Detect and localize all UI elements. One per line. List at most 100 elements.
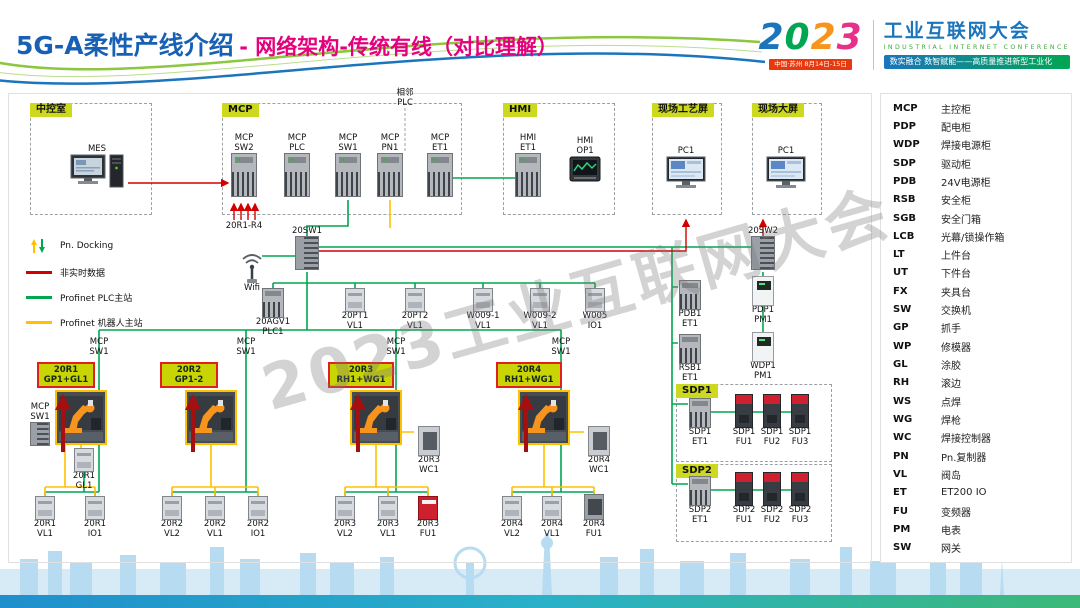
glossary-desc: 上件台 <box>941 251 971 263</box>
glossary-desc: ET200 IO <box>941 487 987 499</box>
device-icon <box>689 398 711 428</box>
group-label: 中控室 <box>30 103 72 117</box>
legend-line <box>26 321 52 324</box>
device-icon <box>791 394 809 428</box>
glossary-desc: 光幕/锁操作箱 <box>941 232 1005 244</box>
conference-logo: 2023 中国·苏州 8月14日-15日 工业互联网大会 INDUSTRIAL … <box>758 20 1070 70</box>
legend-line <box>26 296 52 299</box>
diagram-frame <box>8 93 872 563</box>
device-icon <box>679 280 701 310</box>
glossary-desc: 滚边 <box>941 379 961 391</box>
group-label: HMI <box>503 103 538 117</box>
glossary-abbr: WS <box>893 395 912 407</box>
legend-line <box>26 271 52 274</box>
device-icon <box>231 153 257 197</box>
glossary-abbr: PN <box>893 450 909 462</box>
device-label: PC1 <box>677 145 695 156</box>
node-20sw2: 20SW2 <box>735 226 791 270</box>
device-icon <box>689 476 711 506</box>
glossary-abbr: FU <box>893 505 908 517</box>
device-icon <box>502 496 522 520</box>
glossary-abbr: UT <box>893 267 908 279</box>
device-icon <box>205 496 225 520</box>
glossary-desc: 修模器 <box>941 342 971 354</box>
device-label: PC1 <box>777 145 795 156</box>
device-icon <box>473 288 493 312</box>
group-label: 现场大屏 <box>752 103 804 117</box>
device-icon <box>335 496 355 520</box>
monitor-icon <box>666 156 706 192</box>
computer-icon <box>69 154 125 198</box>
group-label: 现场工艺屏 <box>652 103 714 117</box>
logo-left: 2023 中国·苏州 8月14日-15日 <box>758 20 862 70</box>
glossary-abbr: PDP <box>893 120 916 132</box>
device-icon <box>588 426 610 456</box>
robot-cell <box>516 390 572 445</box>
wifi-antenna-icon <box>239 250 265 284</box>
device-icon <box>35 496 55 520</box>
node-mes: MES <box>69 144 125 199</box>
glossary-abbr: PM <box>893 523 911 535</box>
glossary-abbr: RSB <box>893 194 916 206</box>
logo-right: 工业互联网大会 INDUSTRIAL INTERNET CONFERENCE 数… <box>883 20 1070 69</box>
glossary-desc: 交换机 <box>941 306 971 318</box>
legend-item: Pn. Docking <box>26 238 143 254</box>
glossary-desc: 网关 <box>941 544 961 556</box>
device-icon <box>262 288 284 318</box>
hmi-screen-icon <box>569 156 601 186</box>
glossary-abbr: VL <box>893 468 908 480</box>
node-pc1: PC1 <box>658 145 714 193</box>
page-title-sub: - 网络架构-传统有线（对比理解） <box>239 35 558 59</box>
robot-cell <box>53 390 109 445</box>
group-box: 现场大屏 <box>752 103 822 215</box>
glossary-desc: 驱动柜 <box>941 159 971 171</box>
glossary-abbr: LCB <box>893 230 915 242</box>
device-icon <box>542 496 562 520</box>
glossary-desc: 涂胶 <box>941 361 961 373</box>
